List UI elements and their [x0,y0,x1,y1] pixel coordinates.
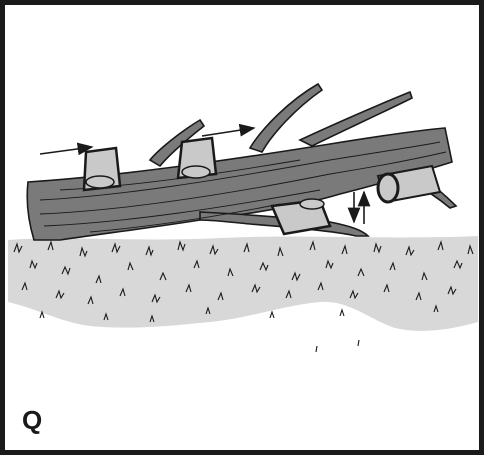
right-arrow-icon [202,128,254,136]
cut-section-2 [178,138,216,178]
right-arrow-icon [40,147,92,154]
cut-section-1 [84,148,120,190]
panel-label: Q [22,405,42,435]
up-down-arrows-icon [354,192,364,224]
cut-section-3 [272,199,330,234]
